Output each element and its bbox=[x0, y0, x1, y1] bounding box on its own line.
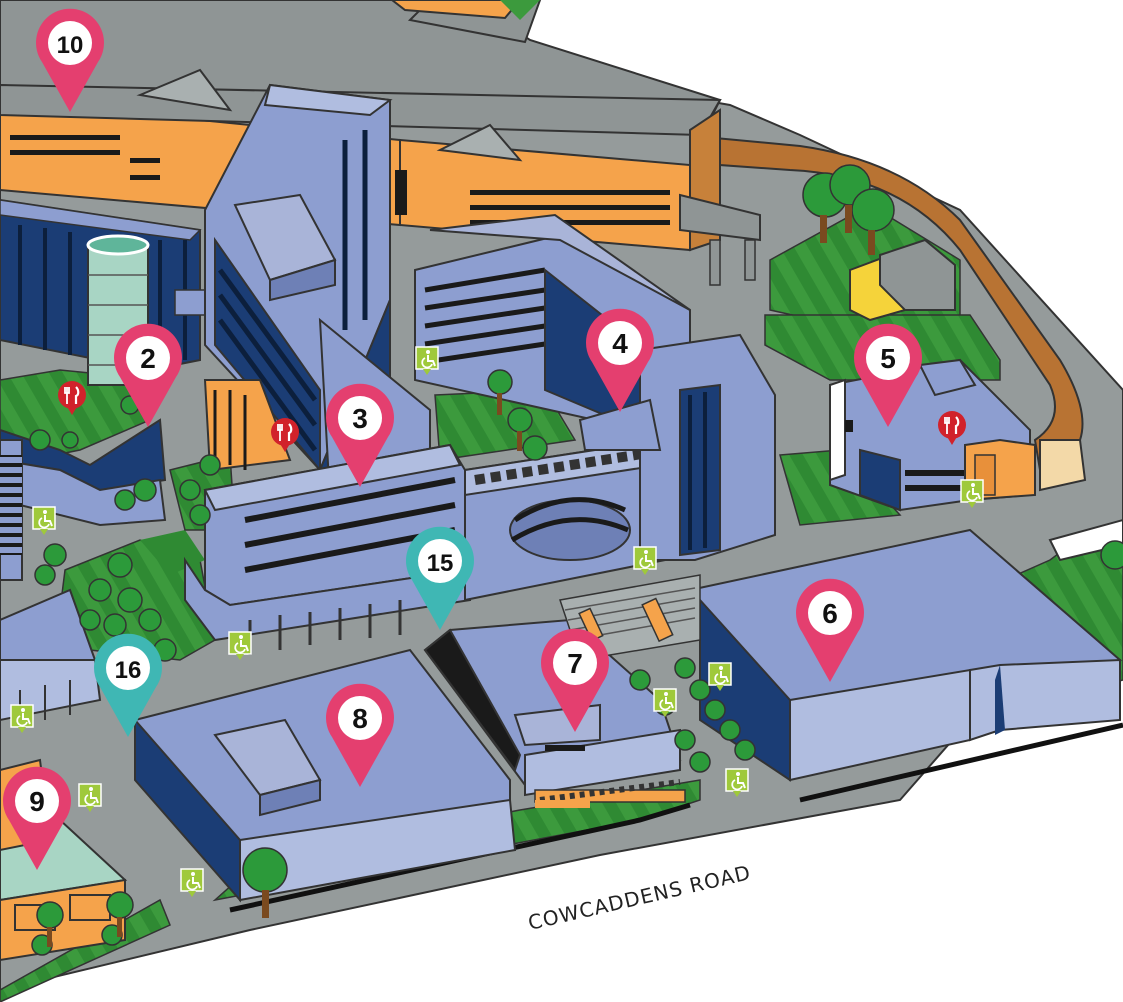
location-pin-8[interactable]: 8 bbox=[326, 683, 394, 787]
location-pin-7[interactable]: 7 bbox=[541, 628, 609, 732]
building-8 bbox=[134, 648, 517, 903]
pin-label: 3 bbox=[352, 403, 368, 434]
pin-label: 6 bbox=[822, 598, 838, 629]
pin-label: 15 bbox=[427, 550, 454, 577]
location-pin-3[interactable]: 3 bbox=[326, 383, 394, 487]
location-pin-4[interactable]: 4 bbox=[586, 308, 654, 412]
location-pin-15[interactable]: 15 bbox=[406, 526, 474, 630]
pin-label: 8 bbox=[352, 703, 368, 734]
pin-label: 5 bbox=[880, 343, 896, 374]
location-pin-6[interactable]: 6 bbox=[796, 578, 864, 682]
location-pin-2[interactable]: 2 bbox=[114, 323, 182, 427]
location-pin-5[interactable]: 5 bbox=[854, 323, 923, 427]
location-pins: 10 2 3 4 5 6 7 8 9 15 16 bbox=[2, 8, 923, 870]
building-7 bbox=[423, 618, 686, 808]
pin-label: 10 bbox=[57, 32, 84, 59]
building-3 bbox=[184, 438, 667, 655]
location-pin-10[interactable]: 10 bbox=[36, 8, 105, 112]
building-6 bbox=[688, 528, 1123, 782]
pin-label: 2 bbox=[140, 343, 156, 374]
pin-label: 16 bbox=[115, 657, 142, 684]
location-pin-9[interactable]: 9 bbox=[2, 766, 71, 870]
boundary-wall bbox=[713, 136, 1084, 472]
pin-label: 7 bbox=[567, 648, 583, 679]
location-pin-16[interactable]: 16 bbox=[94, 633, 162, 737]
pin-label: 9 bbox=[29, 786, 45, 817]
pin-label: 4 bbox=[612, 328, 628, 359]
